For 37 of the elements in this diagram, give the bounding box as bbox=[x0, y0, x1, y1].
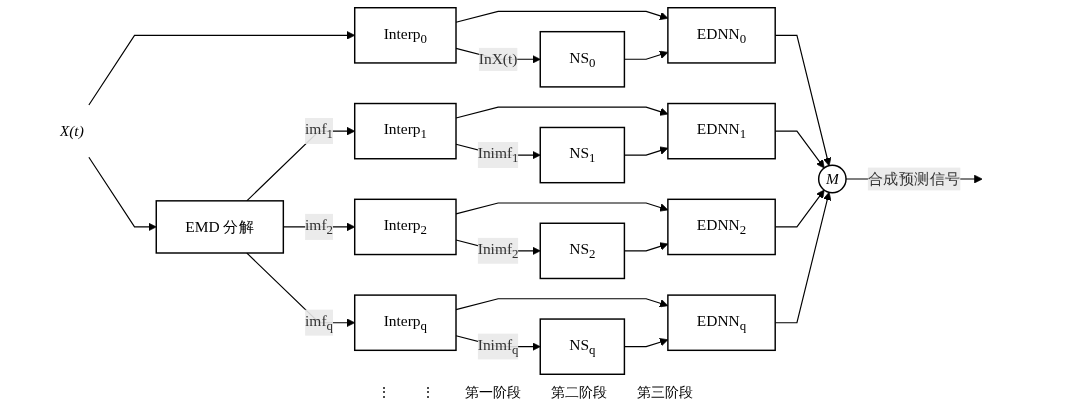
ellipsis-mark: ⋮ bbox=[377, 384, 391, 402]
node-box: EDNN$_{q}$ bbox=[666, 294, 776, 352]
edge-label: imf$_{q}$ bbox=[304, 312, 333, 333]
node-box: EDNN$_{2}$ bbox=[666, 198, 776, 256]
arrow bbox=[623, 50, 668, 60]
node-box: NS$_{0}$ bbox=[539, 30, 625, 88]
stage-label: 第三阶段 bbox=[637, 384, 693, 402]
node-box: Interp$_{q}$ bbox=[353, 294, 457, 352]
node-box: Interp$_{2}$ bbox=[353, 198, 457, 256]
node-box: NS$_{1}$ bbox=[539, 126, 625, 184]
edge-label: imf$_{1}$ bbox=[304, 120, 333, 142]
edge-label: 合成预测信号 bbox=[867, 170, 960, 187]
arrow bbox=[623, 146, 668, 156]
node-box: NS$_{q}$ bbox=[539, 318, 625, 375]
edge-label: InX(t) bbox=[478, 50, 517, 68]
arrow bbox=[774, 34, 831, 167]
stage-label: 第一阶段 bbox=[465, 384, 521, 402]
stage-label: 第二阶段 bbox=[551, 384, 607, 402]
edge-label: Inimf$_{q}$ bbox=[477, 336, 519, 357]
node-box: NS$_{2}$ bbox=[539, 222, 625, 280]
node-box: Interp$_{1}$ bbox=[353, 102, 457, 160]
edge-label: Inimf$_{1}$ bbox=[477, 144, 519, 166]
node-circle: M bbox=[817, 164, 847, 194]
arrow bbox=[623, 338, 668, 348]
node-box: EMD 分解 bbox=[155, 200, 284, 254]
arrow bbox=[87, 31, 355, 106]
node-box: EDNN$_{1}$ bbox=[666, 102, 776, 160]
node-box: EDNN$_{0}$ bbox=[666, 7, 776, 64]
arrow bbox=[623, 242, 668, 252]
ellipsis-mark: ⋮ bbox=[421, 384, 435, 402]
edge-label: imf$_{2}$ bbox=[304, 216, 333, 238]
node-text: X(t) bbox=[59, 122, 84, 139]
edge-label: Inimf$_{2}$ bbox=[477, 240, 519, 262]
arrow bbox=[774, 189, 825, 228]
arrow bbox=[774, 130, 825, 169]
arrow bbox=[774, 191, 831, 324]
node-box: Interp$_{0}$ bbox=[353, 7, 457, 64]
